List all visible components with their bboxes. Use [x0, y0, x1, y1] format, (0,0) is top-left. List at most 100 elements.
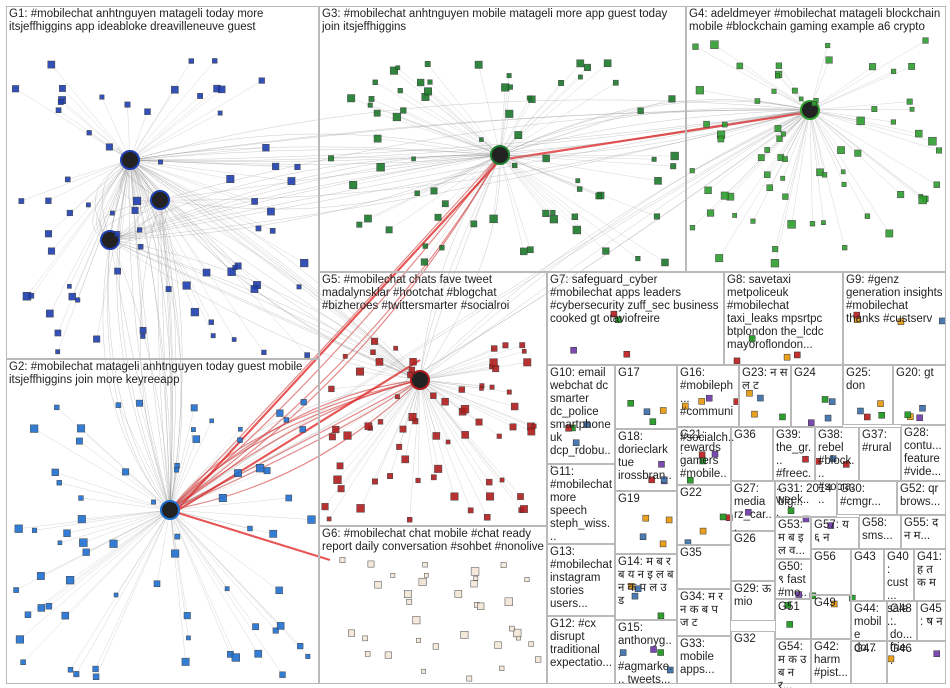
network-node [389, 66, 398, 75]
network-node [364, 214, 372, 223]
network-edge [109, 109, 811, 241]
cluster-edge [169, 467, 261, 511]
network-node [406, 517, 413, 523]
cluster-edge [499, 82, 616, 156]
cluster-edge [59, 482, 171, 511]
cluster-edge [95, 509, 171, 677]
network-edge [109, 154, 501, 241]
network-node [542, 209, 550, 217]
network-node [703, 120, 710, 128]
group-g36-label: G36 [734, 429, 756, 441]
cluster-edge [499, 154, 546, 214]
group-g16-label: G16: #mobileph... #communi... #socialch.… [680, 367, 735, 457]
network-node [254, 649, 263, 658]
cluster-edge [34, 428, 171, 511]
network-node [474, 60, 483, 69]
network-node [234, 469, 242, 477]
network-node [717, 135, 725, 143]
network-node [368, 96, 375, 102]
network-node [182, 281, 191, 290]
network-node [549, 215, 558, 224]
cluster-edge [129, 112, 221, 161]
network-node [891, 68, 897, 74]
network-node [75, 437, 83, 445]
cluster-edge [26, 159, 131, 297]
network-node [297, 642, 304, 650]
network-node [139, 327, 147, 334]
network-node [746, 389, 753, 397]
network-node [124, 101, 131, 108]
network-node [745, 509, 752, 516]
network-node [933, 181, 940, 188]
cluster-edge [65, 509, 171, 616]
group-g15: G15: anthonyg... #agmarke... tweets... [615, 620, 677, 686]
cluster-edge [809, 109, 813, 224]
network-node [829, 455, 837, 462]
cluster-edge [129, 147, 266, 161]
network-node [375, 358, 384, 366]
cluster-edge [129, 159, 214, 336]
network-edge [159, 199, 177, 511]
network-edge [109, 154, 501, 241]
network-node [287, 177, 296, 185]
cluster-edge [129, 159, 265, 353]
network-edge [109, 154, 501, 241]
network-edge [129, 159, 173, 511]
hub-node [160, 500, 180, 520]
network-edge [109, 239, 171, 511]
network-node [362, 635, 368, 642]
group-g49-label: G49 [814, 597, 836, 609]
group-g44: G44: mobile do... [851, 601, 887, 654]
network-node [86, 130, 92, 136]
cluster-edge [473, 154, 501, 224]
cluster-edge [409, 379, 421, 520]
network-edge [109, 239, 421, 381]
group-g19-label: G19 [618, 493, 640, 505]
cluster-edge [377, 138, 501, 156]
network-node [77, 515, 86, 524]
cluster-edge [113, 509, 171, 544]
network-node [45, 309, 54, 318]
cluster-edge [328, 379, 421, 520]
network-node [477, 602, 485, 610]
network-node [51, 468, 59, 476]
cluster-edge [129, 159, 187, 286]
group-g21-label: G21: rewards gamers #mobile... [680, 429, 727, 493]
cluster-edge [101, 97, 131, 161]
network-node [864, 213, 871, 219]
cluster-edge [707, 109, 811, 191]
network-node [269, 529, 278, 538]
cluster-edge [48, 509, 171, 607]
network-edge [419, 154, 501, 381]
network-node [496, 433, 502, 439]
network-node [406, 598, 413, 605]
cluster-edge [499, 63, 608, 156]
network-node [827, 522, 835, 529]
network-node [432, 643, 439, 650]
cluster-edge [117, 159, 131, 234]
network-node [864, 413, 871, 421]
network-node [190, 404, 198, 412]
network-node [523, 358, 532, 367]
group-g23: G23: न स ल ट [739, 365, 791, 427]
network-node [409, 358, 417, 366]
cluster-edge [774, 109, 811, 264]
network-node [667, 666, 674, 674]
network-node [648, 476, 655, 484]
cluster-edge [499, 154, 554, 220]
group-g47-label: G47 [854, 643, 876, 655]
network-node [843, 461, 850, 468]
network-node [321, 503, 329, 511]
cluster-edge [129, 80, 262, 161]
network-node [657, 612, 665, 620]
cluster-edge [57, 159, 131, 352]
network-node [661, 258, 669, 267]
cluster-edge [21, 159, 131, 202]
network-node [692, 43, 699, 50]
network-node [153, 580, 161, 587]
cluster-edge [118, 405, 171, 511]
network-node [424, 87, 433, 96]
cluster-edge [129, 159, 273, 232]
network-node [821, 220, 826, 226]
cluster-edge [34, 509, 171, 531]
